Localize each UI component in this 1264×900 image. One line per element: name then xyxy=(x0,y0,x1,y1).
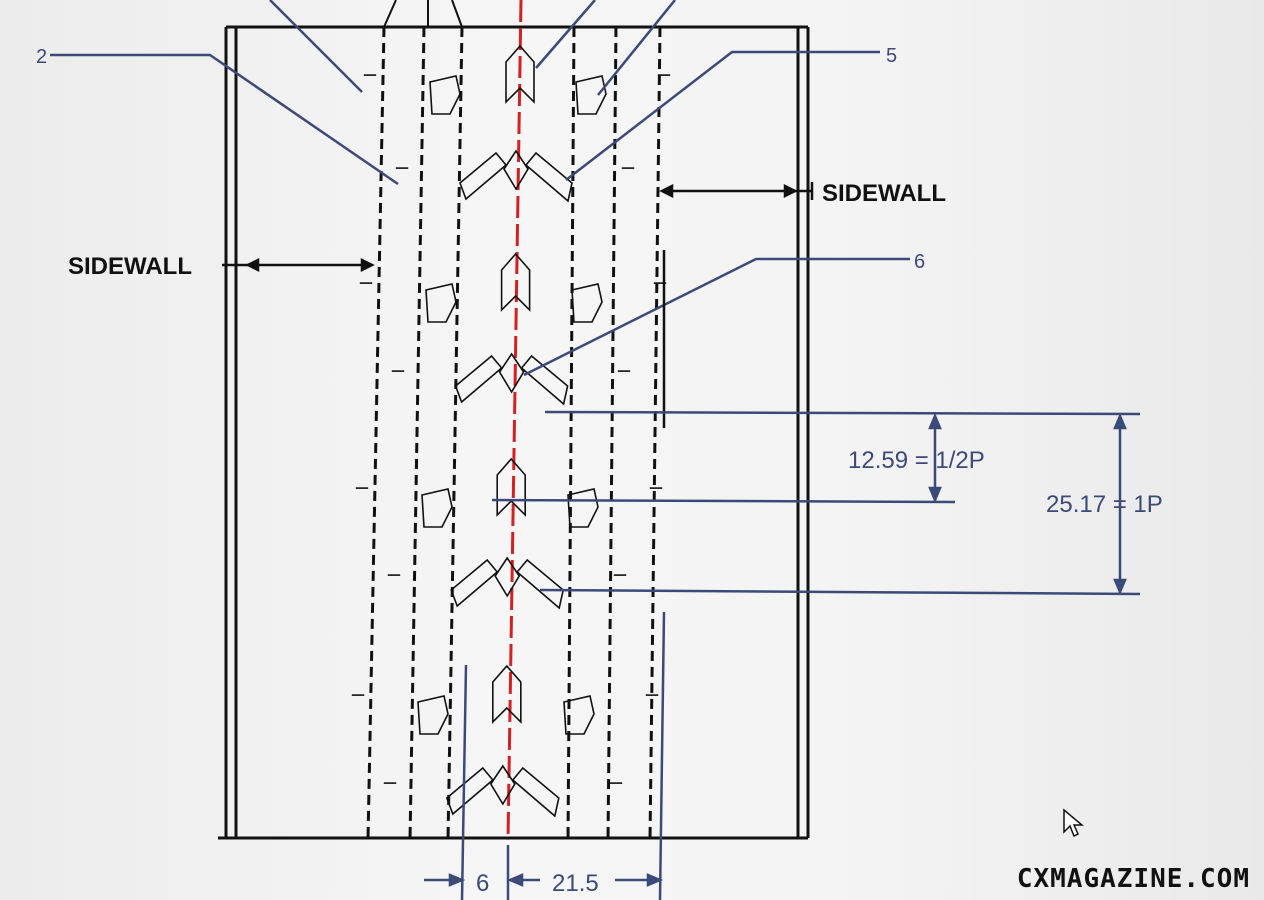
block-knob xyxy=(563,695,595,735)
chevron-wing-right xyxy=(524,151,573,203)
top-lead-lines xyxy=(383,0,463,28)
dim-6-label: 6 xyxy=(476,870,489,897)
block-knob xyxy=(421,488,453,528)
callout-leaders xyxy=(50,0,910,377)
chevron-knob xyxy=(503,149,529,191)
center-knob xyxy=(500,252,531,312)
tread-guide-lines xyxy=(366,26,662,841)
callout-6-label: 6 xyxy=(914,251,925,273)
chevron-wing-left xyxy=(445,766,494,816)
chevron-knob xyxy=(489,764,516,806)
sidewall-left-label: SIDEWALL xyxy=(68,253,192,280)
watermark: CXMAGAZINE.COM xyxy=(1016,864,1250,894)
bottom-dimensions xyxy=(424,611,666,900)
callout-5-label: 5 xyxy=(886,45,897,67)
block-knob xyxy=(575,75,607,115)
dim-21-5-label: 21.5 xyxy=(552,870,599,897)
callout-2-label: 2 xyxy=(36,46,47,68)
chevron-wing-right xyxy=(516,558,565,610)
sidewall-arrows xyxy=(222,182,814,428)
center-knob xyxy=(505,44,535,104)
chevron-wing-left xyxy=(459,151,508,201)
chevron-wing-right xyxy=(520,354,569,406)
mouse-cursor-icon xyxy=(1063,808,1084,838)
pitch-dimensions xyxy=(491,410,1141,596)
chevron-wing-left xyxy=(450,558,499,608)
chevron-knob xyxy=(494,556,521,598)
block-knob xyxy=(417,695,449,735)
chevron-knob xyxy=(498,352,525,394)
block-knob xyxy=(429,75,461,115)
half-pitch-label: 12.59 = 1/2P xyxy=(848,447,985,474)
chevron-wing-left xyxy=(454,354,503,404)
full-pitch-label: 25.17 = 1P xyxy=(1046,491,1163,518)
center-knob xyxy=(496,457,526,517)
centerline xyxy=(506,0,523,841)
sidewall-right-label: SIDEWALL xyxy=(822,180,946,207)
chevron-wing-right xyxy=(511,766,560,818)
block-knob xyxy=(571,283,603,323)
block-knob xyxy=(425,283,457,323)
center-knob xyxy=(492,664,522,724)
tire-outline xyxy=(218,25,810,840)
block-knob xyxy=(567,488,599,528)
